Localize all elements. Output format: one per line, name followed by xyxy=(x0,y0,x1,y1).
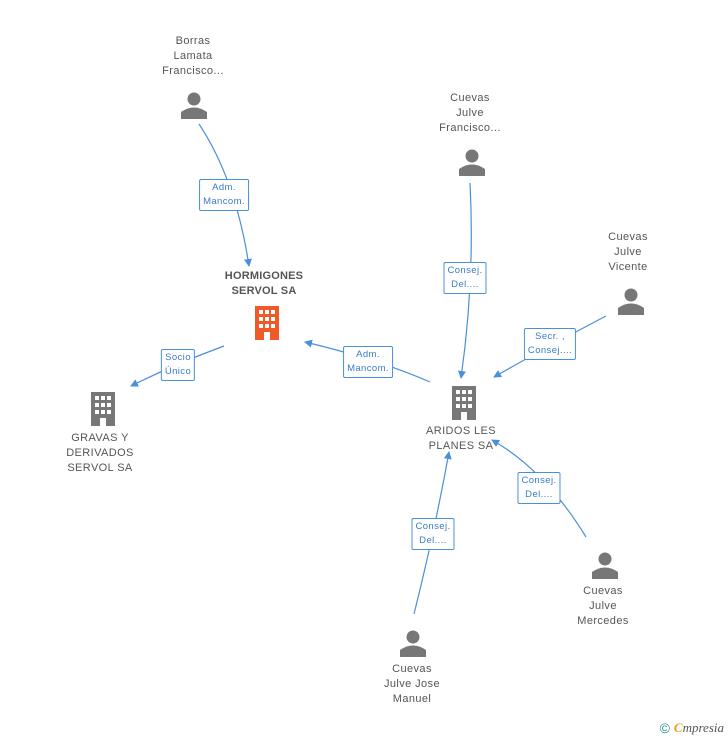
node-label-gravas[interactable]: GRAVAS Y DERIVADOS SERVOL SA xyxy=(66,432,134,474)
node-label-cuevas-vicente[interactable]: Cuevas Julve Vicente xyxy=(608,231,648,273)
edge-label-aridos-hormigones[interactable]: Adm. Mancom. xyxy=(343,346,393,378)
edge-label-vicente-aridos[interactable]: Secr. , Consej.... xyxy=(523,328,577,360)
node-label-cuevas-jose[interactable]: Cuevas Julve Jose Manuel xyxy=(384,663,440,705)
edge-label-francisco-aridos[interactable]: Consej. Del.... xyxy=(443,262,487,294)
edge-label-mercedes-aridos[interactable]: Consej. Del.... xyxy=(517,472,561,504)
person-icon-borras xyxy=(181,92,207,119)
copyright-icon: © xyxy=(659,720,670,736)
person-icon-cuevas-jose xyxy=(400,630,426,657)
node-label-aridos[interactable]: ARIDOS LES PLANES SA xyxy=(425,425,497,452)
person-icon-cuevas-mercedes xyxy=(592,552,618,579)
copyright-brand: © Cmpresia xyxy=(660,720,724,736)
edge-label-hormigones-gravas[interactable]: Socio Único xyxy=(160,349,196,381)
edge-label-jose-aridos[interactable]: Consej. Del.... xyxy=(411,518,455,550)
node-label-cuevas-mercedes[interactable]: Cuevas Julve Mercedes xyxy=(577,585,629,627)
person-icon-cuevas-francisco xyxy=(459,149,485,176)
node-label-hormigones[interactable]: HORMIGONES SERVOL SA xyxy=(224,270,304,297)
building-icon-gravas xyxy=(91,392,115,426)
edge-label-borras-hormigones[interactable]: Adm. Mancom. xyxy=(199,179,249,211)
building-icon-aridos xyxy=(452,386,476,420)
node-label-borras[interactable]: Borras Lamata Francisco... xyxy=(162,35,224,77)
brand-logo: Cmpresia xyxy=(673,720,724,735)
person-icon-cuevas-vicente xyxy=(618,288,644,315)
building-icon-hormigones xyxy=(255,306,279,340)
node-label-cuevas-francisco[interactable]: Cuevas Julve Francisco... xyxy=(439,92,501,134)
